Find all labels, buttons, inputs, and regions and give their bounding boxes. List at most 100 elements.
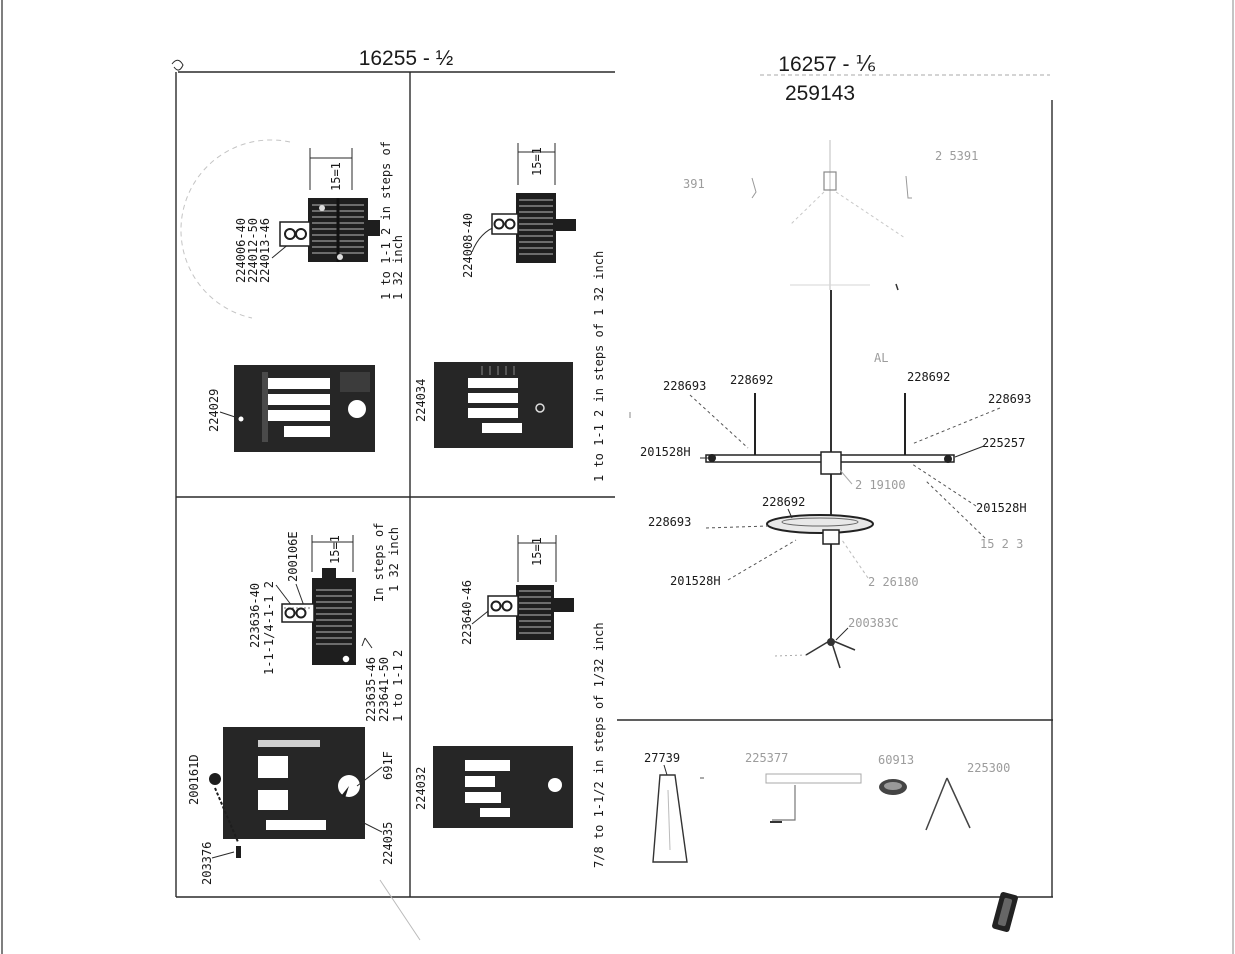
label-pin-left-outer: 228693 bbox=[663, 379, 706, 393]
screw-hole bbox=[490, 600, 502, 612]
needle-hole bbox=[548, 778, 562, 792]
stamp-logo bbox=[992, 891, 1018, 933]
feed-dog-drawing bbox=[491, 193, 576, 263]
leader-line bbox=[924, 479, 986, 539]
leader-line bbox=[211, 851, 235, 859]
leader-line bbox=[954, 445, 985, 458]
throat-plate-drawing bbox=[223, 727, 365, 839]
screw-hole bbox=[284, 228, 296, 240]
steps-text: In steps of bbox=[372, 523, 386, 602]
screw-hole bbox=[493, 218, 505, 230]
part-number: 224013-46 bbox=[258, 218, 272, 283]
label-arm-right: 225257 bbox=[982, 436, 1025, 450]
tube-bracket bbox=[772, 785, 796, 821]
part-number: 1-1-1/4-1-1 2 bbox=[262, 581, 276, 675]
plate-slot bbox=[468, 393, 518, 403]
leader-line bbox=[356, 766, 383, 787]
throat-plate-drawing bbox=[434, 362, 573, 448]
cell-lower-left: 223636-40 1-1-1/4-1-1 2 200106E 15=1 In … bbox=[187, 523, 405, 885]
screw-hole bbox=[295, 607, 307, 619]
label-top-right: 2 5391 bbox=[935, 149, 978, 163]
gauge-label: 15=1 bbox=[530, 147, 544, 176]
part-number: 223636-40 bbox=[248, 583, 262, 648]
part-number: 224012-50 bbox=[246, 218, 260, 283]
plate-label: 224035 bbox=[381, 822, 395, 865]
gauge-dimension bbox=[517, 535, 557, 582]
mark bbox=[895, 283, 899, 291]
plate-slot bbox=[465, 760, 510, 771]
leader-line bbox=[275, 584, 293, 607]
leader-line bbox=[841, 539, 869, 579]
right-subtitle: 259143 bbox=[785, 82, 855, 105]
part-number: 223635-46 bbox=[364, 657, 378, 722]
range-text: 1 32 inch bbox=[391, 235, 405, 300]
spool-stand: 391 2 5391 AL 228693 228692 228692 22869… bbox=[629, 140, 1031, 669]
feed-dog-drawing bbox=[281, 568, 356, 665]
spool-pin-top bbox=[823, 171, 837, 191]
screw-hole bbox=[295, 228, 307, 240]
plate-slot bbox=[258, 756, 288, 778]
plate-label: 224034 bbox=[414, 379, 428, 422]
plate-slot bbox=[468, 408, 518, 418]
leader-line bbox=[361, 821, 383, 833]
part-number: 1 to 1-1 2 bbox=[391, 650, 405, 722]
label-top-left: 391 bbox=[683, 177, 705, 191]
label-cone: 27739 bbox=[644, 751, 680, 765]
label-pin-right: 228692 bbox=[907, 370, 950, 384]
spring-label: 200161D bbox=[187, 754, 201, 805]
plate-slot bbox=[268, 410, 330, 421]
throat-plate-drawing bbox=[234, 365, 375, 452]
feed-dog-body bbox=[516, 585, 554, 640]
leader-line bbox=[835, 627, 849, 641]
label-arm-right-end: 201528H bbox=[976, 501, 1027, 515]
feed-dog-shaft bbox=[556, 219, 576, 231]
feed-dog-drawing bbox=[279, 198, 380, 262]
spool-pin-left-faint bbox=[751, 177, 757, 199]
leader-line bbox=[727, 539, 797, 581]
disc-hub bbox=[822, 529, 840, 545]
plate-slot bbox=[266, 820, 326, 830]
label-center-mark: AL bbox=[874, 351, 888, 365]
feed-dog-shaft bbox=[554, 598, 574, 612]
plate-body bbox=[434, 362, 573, 448]
screw-label: 200106E bbox=[286, 531, 300, 582]
label-base: 200383C bbox=[848, 616, 899, 630]
part-number: 223641-50 bbox=[377, 657, 391, 722]
cone-shading bbox=[667, 789, 671, 851]
plate-slot bbox=[268, 394, 330, 405]
needle-hole bbox=[348, 400, 366, 418]
part-number: 223640-46 bbox=[460, 580, 474, 645]
pin bbox=[236, 846, 241, 858]
cell-upper-right: 224008-40 15=1 1 to 1-1 2 in steps of 1 … bbox=[414, 143, 606, 482]
spool-cone bbox=[652, 774, 688, 863]
spool-pin-right-faint bbox=[905, 175, 912, 199]
label-pin-left: 228692 bbox=[730, 373, 773, 387]
plate-slot bbox=[480, 808, 510, 817]
corner-mark bbox=[171, 59, 184, 71]
label-rod-right: 15 2 3 bbox=[980, 537, 1023, 551]
gauge-label: 15=1 bbox=[328, 535, 342, 564]
range-text: 1 to 1-1 2 in steps of 1 32 inch bbox=[592, 251, 606, 482]
range-text: 1 to 1-1 2 in steps of bbox=[379, 141, 393, 300]
right-title: 16257 - ⅙ bbox=[778, 53, 875, 76]
label-arm-left-end: 201528H bbox=[640, 445, 691, 459]
gauge-dimension bbox=[309, 148, 353, 190]
frame bbox=[175, 71, 1053, 941]
plate-slot bbox=[268, 378, 330, 389]
feed-dog-drawing bbox=[487, 585, 574, 640]
label-disc: 60913 bbox=[878, 753, 914, 767]
leader-line bbox=[663, 764, 668, 776]
label-disc-outer: 228693 bbox=[648, 515, 691, 529]
spring-screw-head bbox=[209, 773, 221, 785]
label-disc-right: 2 26180 bbox=[868, 575, 919, 589]
plate-slot bbox=[258, 790, 288, 810]
arm-end-left bbox=[708, 454, 716, 462]
gauge-dimension bbox=[517, 143, 556, 185]
arm-end-right bbox=[944, 455, 952, 463]
plate-slot bbox=[468, 378, 518, 388]
screw-hole bbox=[504, 218, 516, 230]
plate-slot bbox=[465, 792, 501, 803]
label-disc-pin: 228692 bbox=[762, 495, 805, 509]
feed-dog-shaft bbox=[368, 220, 380, 236]
